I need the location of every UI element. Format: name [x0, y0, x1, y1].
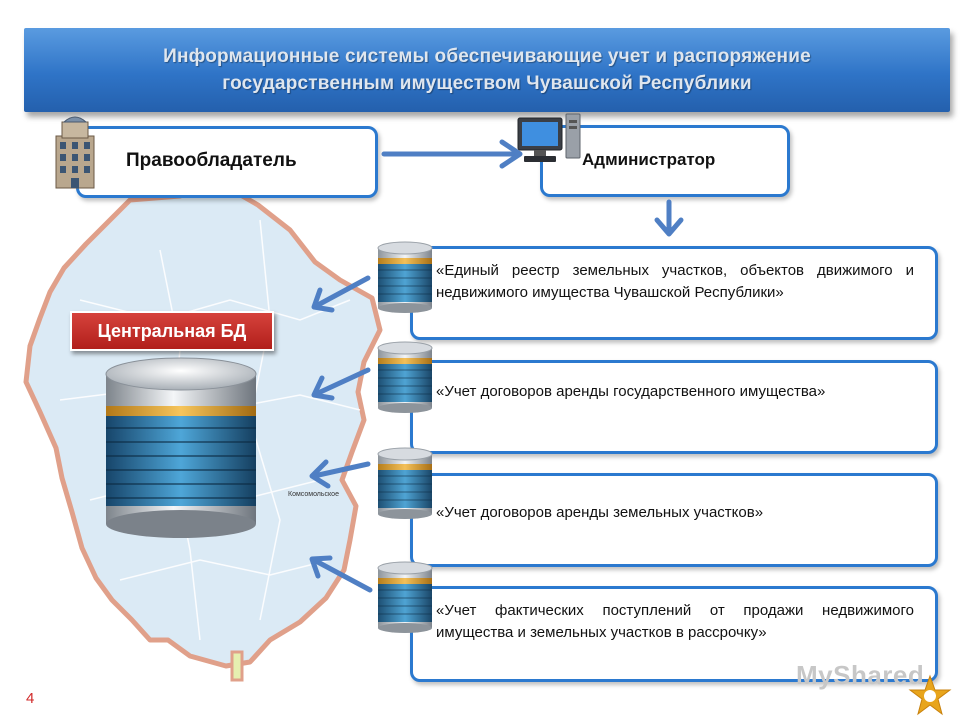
star-icon — [908, 674, 952, 716]
owner-box — [76, 126, 378, 198]
database-icon — [377, 241, 433, 313]
title-line-2: государственным имуществом Чувашской Рес… — [222, 73, 752, 94]
system-text-1: «Единый реестр земельных участков, объек… — [436, 262, 914, 301]
database-icon — [377, 341, 433, 413]
page-number: 4 — [26, 690, 35, 707]
system-box-2 — [410, 360, 938, 454]
system-text-3: «Учет договоров аренды земельных участко… — [436, 504, 764, 521]
arrow-system-1-to-db — [311, 275, 371, 313]
map-town-label: Комсомольское — [288, 491, 339, 498]
system-text-4: «Учет фактических поступлений от продажи… — [436, 602, 914, 641]
owner-label: Правообладатель — [126, 150, 297, 171]
arrow-system-3-to-db — [309, 459, 371, 489]
arrow-admin-down — [654, 199, 684, 237]
database-icon — [377, 561, 433, 633]
building-icon — [55, 116, 95, 189]
system-box-3 — [410, 473, 938, 567]
title-banner: Информационные системы обеспечивающие уч… — [24, 28, 950, 112]
admin-label: Администратор — [582, 150, 716, 169]
system-box-1 — [410, 246, 938, 340]
watermark: MyShared — [796, 660, 925, 690]
admin-box — [540, 125, 790, 197]
system-text-2: «Учет договоров аренды государственного … — [436, 383, 826, 400]
database-icon — [377, 447, 433, 519]
computer-icon — [517, 113, 581, 162]
system-box-4 — [410, 586, 938, 682]
arrow-system-2-to-db — [311, 367, 371, 401]
arrow-system-4-to-db — [309, 555, 373, 593]
database-icon — [105, 357, 257, 538]
title-line-1: Информационные системы обеспечивающие уч… — [163, 46, 811, 67]
central-db-tag: Центральная БД — [70, 311, 274, 351]
arrow-owner-to-admin — [381, 139, 523, 169]
